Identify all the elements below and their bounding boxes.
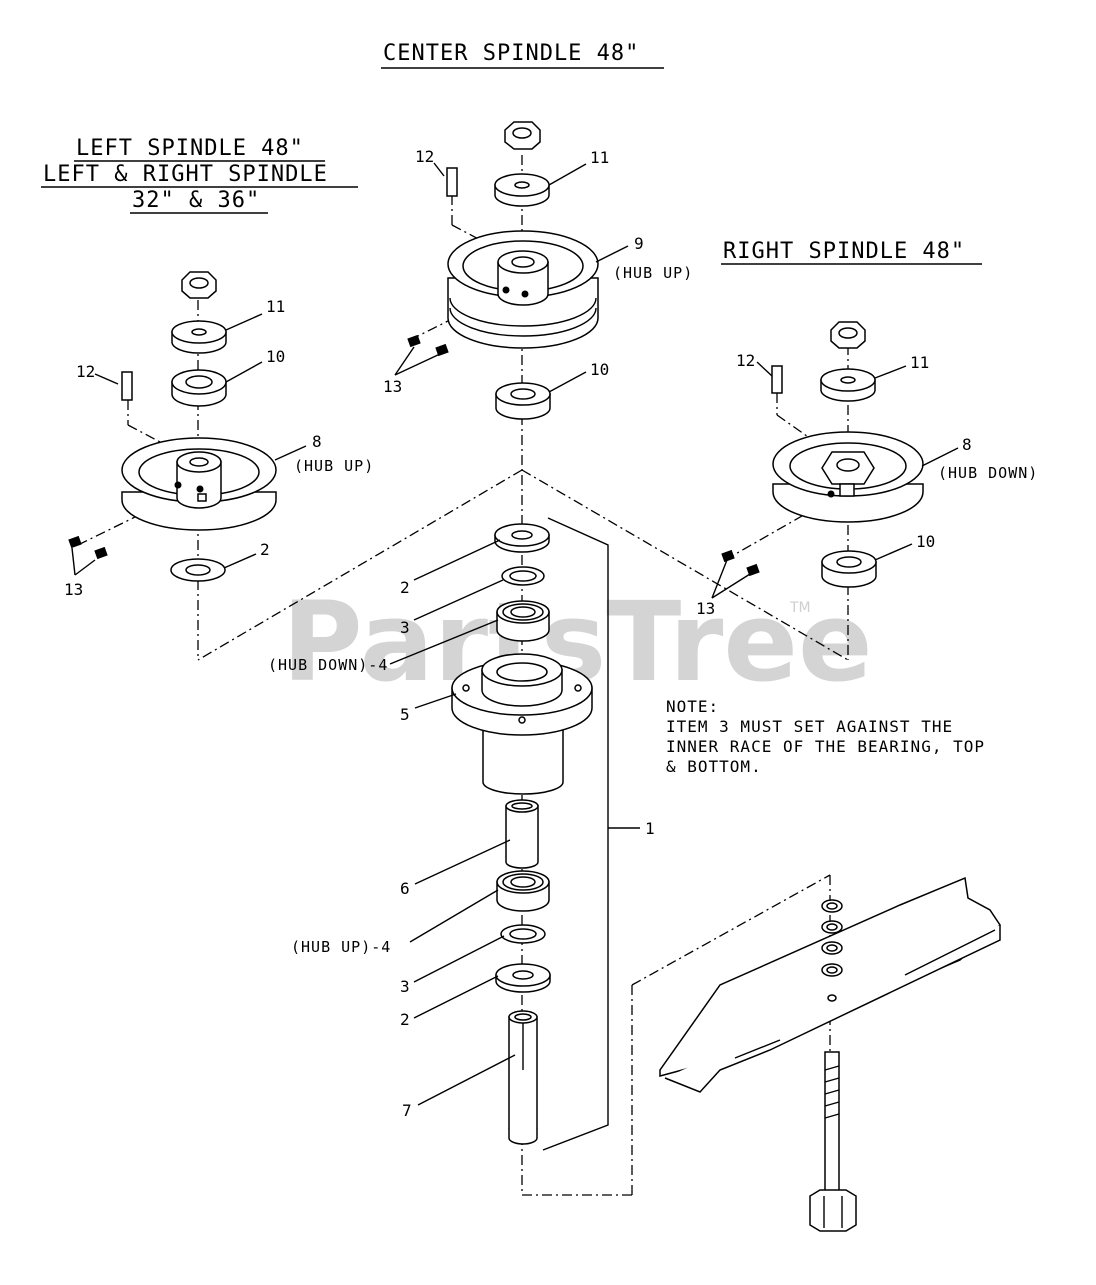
left-washer-11 — [171, 320, 227, 354]
callout-center-9: 9 — [634, 234, 644, 253]
right-key-12 — [771, 365, 783, 394]
left-spindle-title-line1: LEFT SPINDLE 48" — [76, 136, 304, 161]
right-spacer-10 — [821, 550, 877, 588]
right-washer-11 — [820, 368, 876, 402]
callout-left-2: 2 — [260, 540, 270, 559]
left-set-screws-13 — [68, 535, 108, 560]
bearing-4-top — [496, 600, 550, 642]
callout-left-12: 12 — [76, 362, 95, 381]
housing-5 — [451, 653, 593, 795]
shaft-7 — [508, 1010, 538, 1145]
blade — [659, 876, 1001, 1093]
assembly-note: NOTE: ITEM 3 MUST SET AGAINST THE INNER … — [666, 697, 985, 776]
blade-washers — [821, 899, 843, 1002]
center-key-12 — [446, 167, 458, 197]
callout-center-2-top: 2 — [400, 578, 410, 597]
note-line-3: INNER RACE OF THE BEARING, TOP — [666, 737, 985, 756]
callout-right-10: 10 — [916, 532, 935, 551]
left-spindle-title-line3: 32" & 36" — [132, 188, 260, 213]
spacer-3-bottom — [500, 924, 546, 944]
callout-right-11: 11 — [910, 353, 929, 372]
center-nut — [504, 121, 541, 150]
center-set-screws-13 — [407, 334, 449, 357]
callout-center-4-bottom: (HUB UP)-4 — [291, 938, 391, 956]
center-washer-11 — [494, 173, 550, 207]
callout-right-8-note: (HUB DOWN) — [938, 464, 1038, 482]
center-spindle-title: CENTER SPINDLE 48" — [383, 41, 639, 66]
callout-center-4-top: (HUB DOWN)-4 — [268, 656, 388, 674]
right-spindle-assembly — [721, 321, 924, 588]
callout-left-8: 8 — [312, 432, 322, 451]
left-spindle-title-line2: LEFT & RIGHT SPINDLE — [43, 162, 328, 187]
callout-right-8: 8 — [962, 435, 972, 454]
callout-center-3-bottom: 3 — [400, 977, 410, 996]
blade-assembly — [659, 876, 1001, 1232]
left-spacer-10 — [171, 369, 227, 407]
callout-leaders — [71, 162, 959, 1106]
washer-2-bottom — [495, 963, 551, 993]
right-nut — [830, 321, 866, 349]
callout-center-2-bottom: 2 — [400, 1010, 410, 1029]
note-line-1: NOTE: — [666, 697, 719, 716]
sleeve-6 — [505, 799, 539, 869]
note-line-2: ITEM 3 MUST SET AGAINST THE — [666, 717, 953, 736]
bearing-4-bottom — [496, 870, 550, 912]
callout-right-13: 13 — [696, 599, 715, 618]
callout-left-13: 13 — [64, 580, 83, 599]
left-nut — [181, 271, 217, 299]
callout-center-6: 6 — [400, 879, 410, 898]
left-pulley-8 — [121, 437, 277, 531]
center-lower-stack — [451, 523, 593, 1145]
watermark-trademark: TM — [789, 600, 811, 616]
spacer-3-top — [501, 566, 545, 586]
right-pulley-8 — [772, 431, 924, 523]
note-line-4: & BOTTOM. — [666, 757, 762, 776]
callout-center-12: 12 — [415, 147, 434, 166]
callout-center-5: 5 — [400, 705, 410, 724]
left-spindle-assembly — [68, 271, 277, 582]
right-spindle-title: RIGHT SPINDLE 48" — [723, 239, 965, 264]
callout-center-10: 10 — [590, 360, 609, 379]
washer-2-top — [494, 523, 550, 553]
callout-left-11: 11 — [266, 297, 285, 316]
callout-center-11: 11 — [590, 148, 609, 167]
callout-center-3-top: 3 — [400, 618, 410, 637]
center-spacer-10 — [495, 382, 551, 420]
blade-bolt — [809, 1051, 857, 1232]
item-1-bracket — [542, 517, 640, 1151]
callout-center-9-note: (HUB UP) — [613, 264, 693, 282]
callout-center-7: 7 — [402, 1101, 412, 1120]
callout-center-1: 1 — [645, 819, 655, 838]
center-upper-assembly — [407, 121, 599, 420]
callout-right-12: 12 — [736, 351, 755, 370]
callout-center-13: 13 — [383, 377, 402, 396]
left-washer-2 — [170, 558, 226, 582]
callout-left-10: 10 — [266, 347, 285, 366]
right-set-screws-13 — [721, 549, 760, 577]
callout-left-8-note: (HUB UP) — [294, 457, 374, 475]
left-key-12 — [121, 371, 133, 401]
center-pulley-9 — [447, 230, 599, 349]
